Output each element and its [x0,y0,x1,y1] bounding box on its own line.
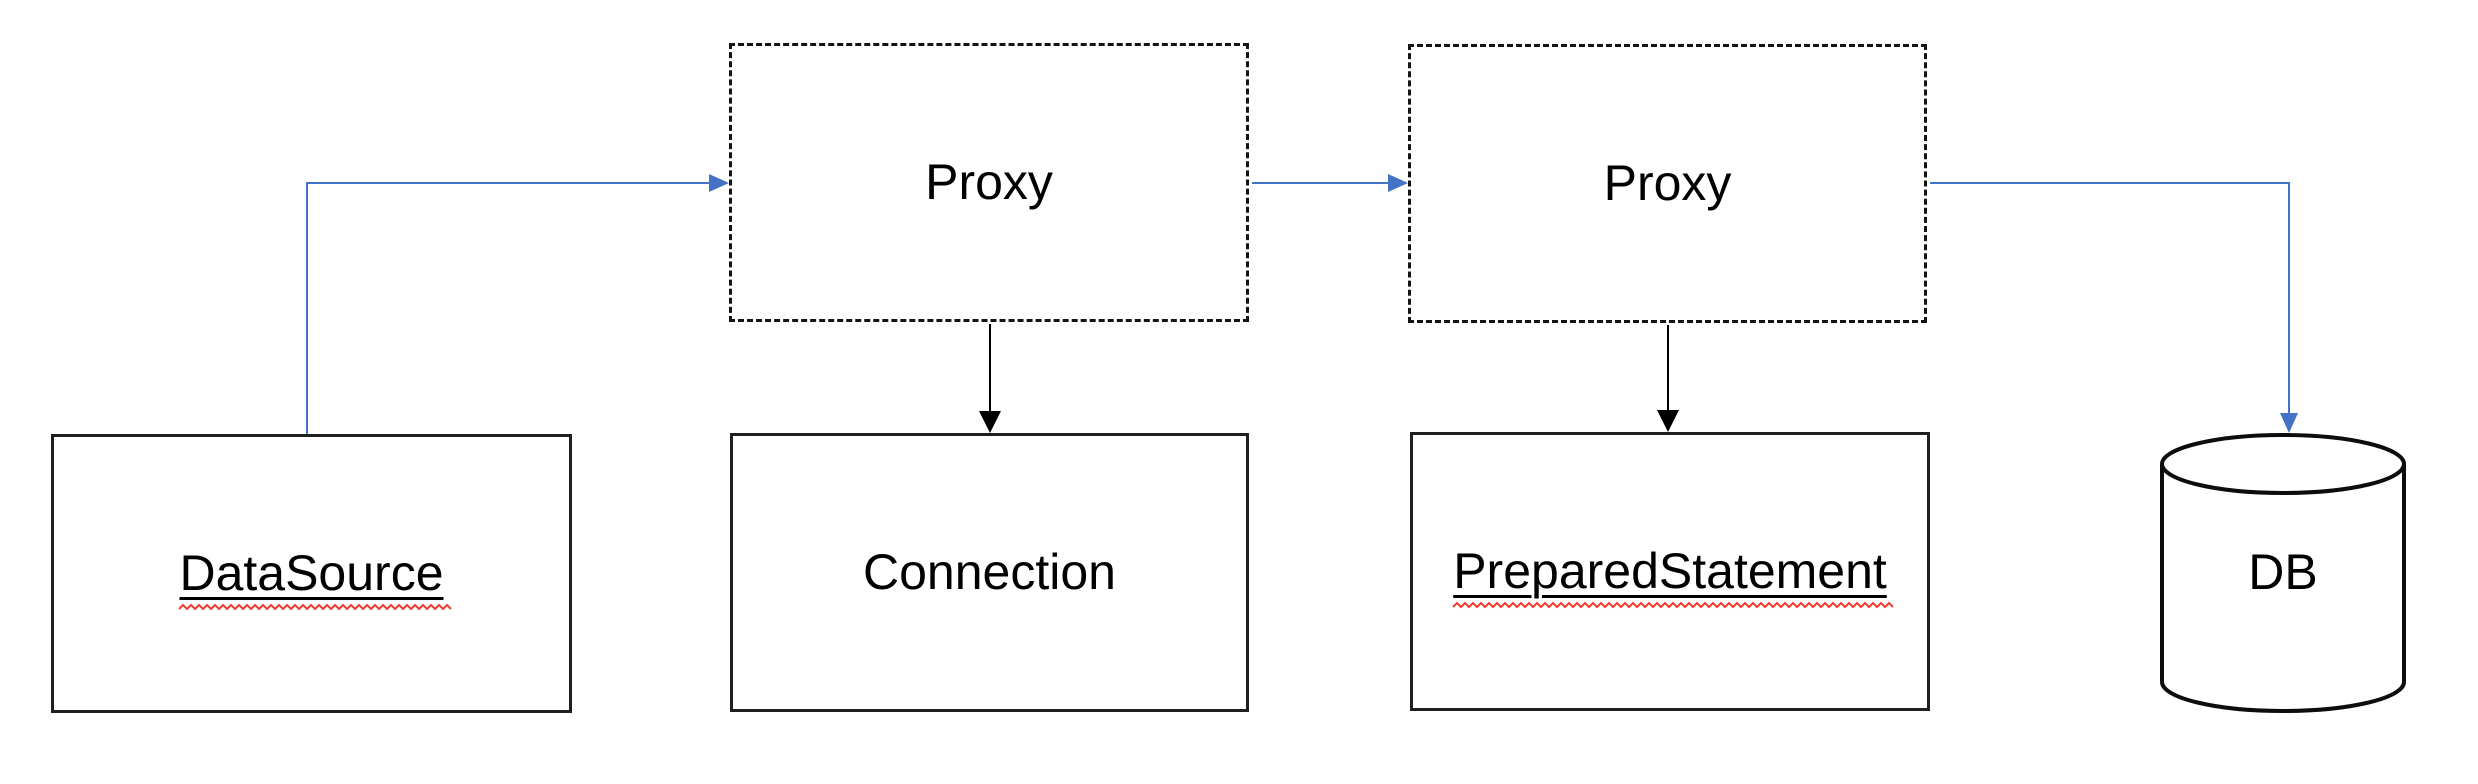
arrow-proxy2-to-preparedstatement [1657,325,1679,432]
node-proxy-2-label: Proxy [1603,154,1732,211]
node-preparedstatement-label-wrap: PreparedStatement [1452,542,1894,609]
node-preparedstatement: PreparedStatement [1410,432,1930,711]
node-connection: Connection [730,433,1249,712]
node-db: DB [2160,433,2406,713]
node-connection-label: Connection [863,543,1116,600]
arrow-proxy1-to-proxy2 [1252,174,1408,192]
arrowhead-down-icon [2280,413,2298,433]
arrowhead-down-icon [1657,410,1679,432]
node-proxy-1: Proxy [729,43,1249,322]
spellcheck-squiggle-icon [178,603,453,611]
arrowhead-right-icon [709,174,729,192]
arrowhead-right-icon [1388,174,1408,192]
arrow-proxy1-to-connection [979,324,1001,433]
node-preparedstatement-label: PreparedStatement [1453,542,1887,599]
arrow-proxy2-to-db-line [1930,182,2290,414]
arrow-datasource-to-proxy1 [306,174,729,434]
arrow-proxy2-to-db [1930,182,2298,433]
node-datasource-label-wrap: DataSource [178,544,453,611]
cylinder-top [2160,433,2406,495]
node-proxy-2: Proxy [1408,44,1927,323]
node-db-label: DB [2248,544,2318,601]
node-proxy-1-label: Proxy [925,153,1053,210]
database-cylinder-icon [2160,433,2406,713]
arrowhead-down-icon [979,411,1001,433]
node-datasource-label: DataSource [179,544,444,601]
cylinder-body [2160,464,2406,713]
arrow-datasource-to-proxy1-line [306,182,711,434]
spellcheck-squiggle-icon [1452,601,1894,609]
node-datasource: DataSource [51,434,572,713]
